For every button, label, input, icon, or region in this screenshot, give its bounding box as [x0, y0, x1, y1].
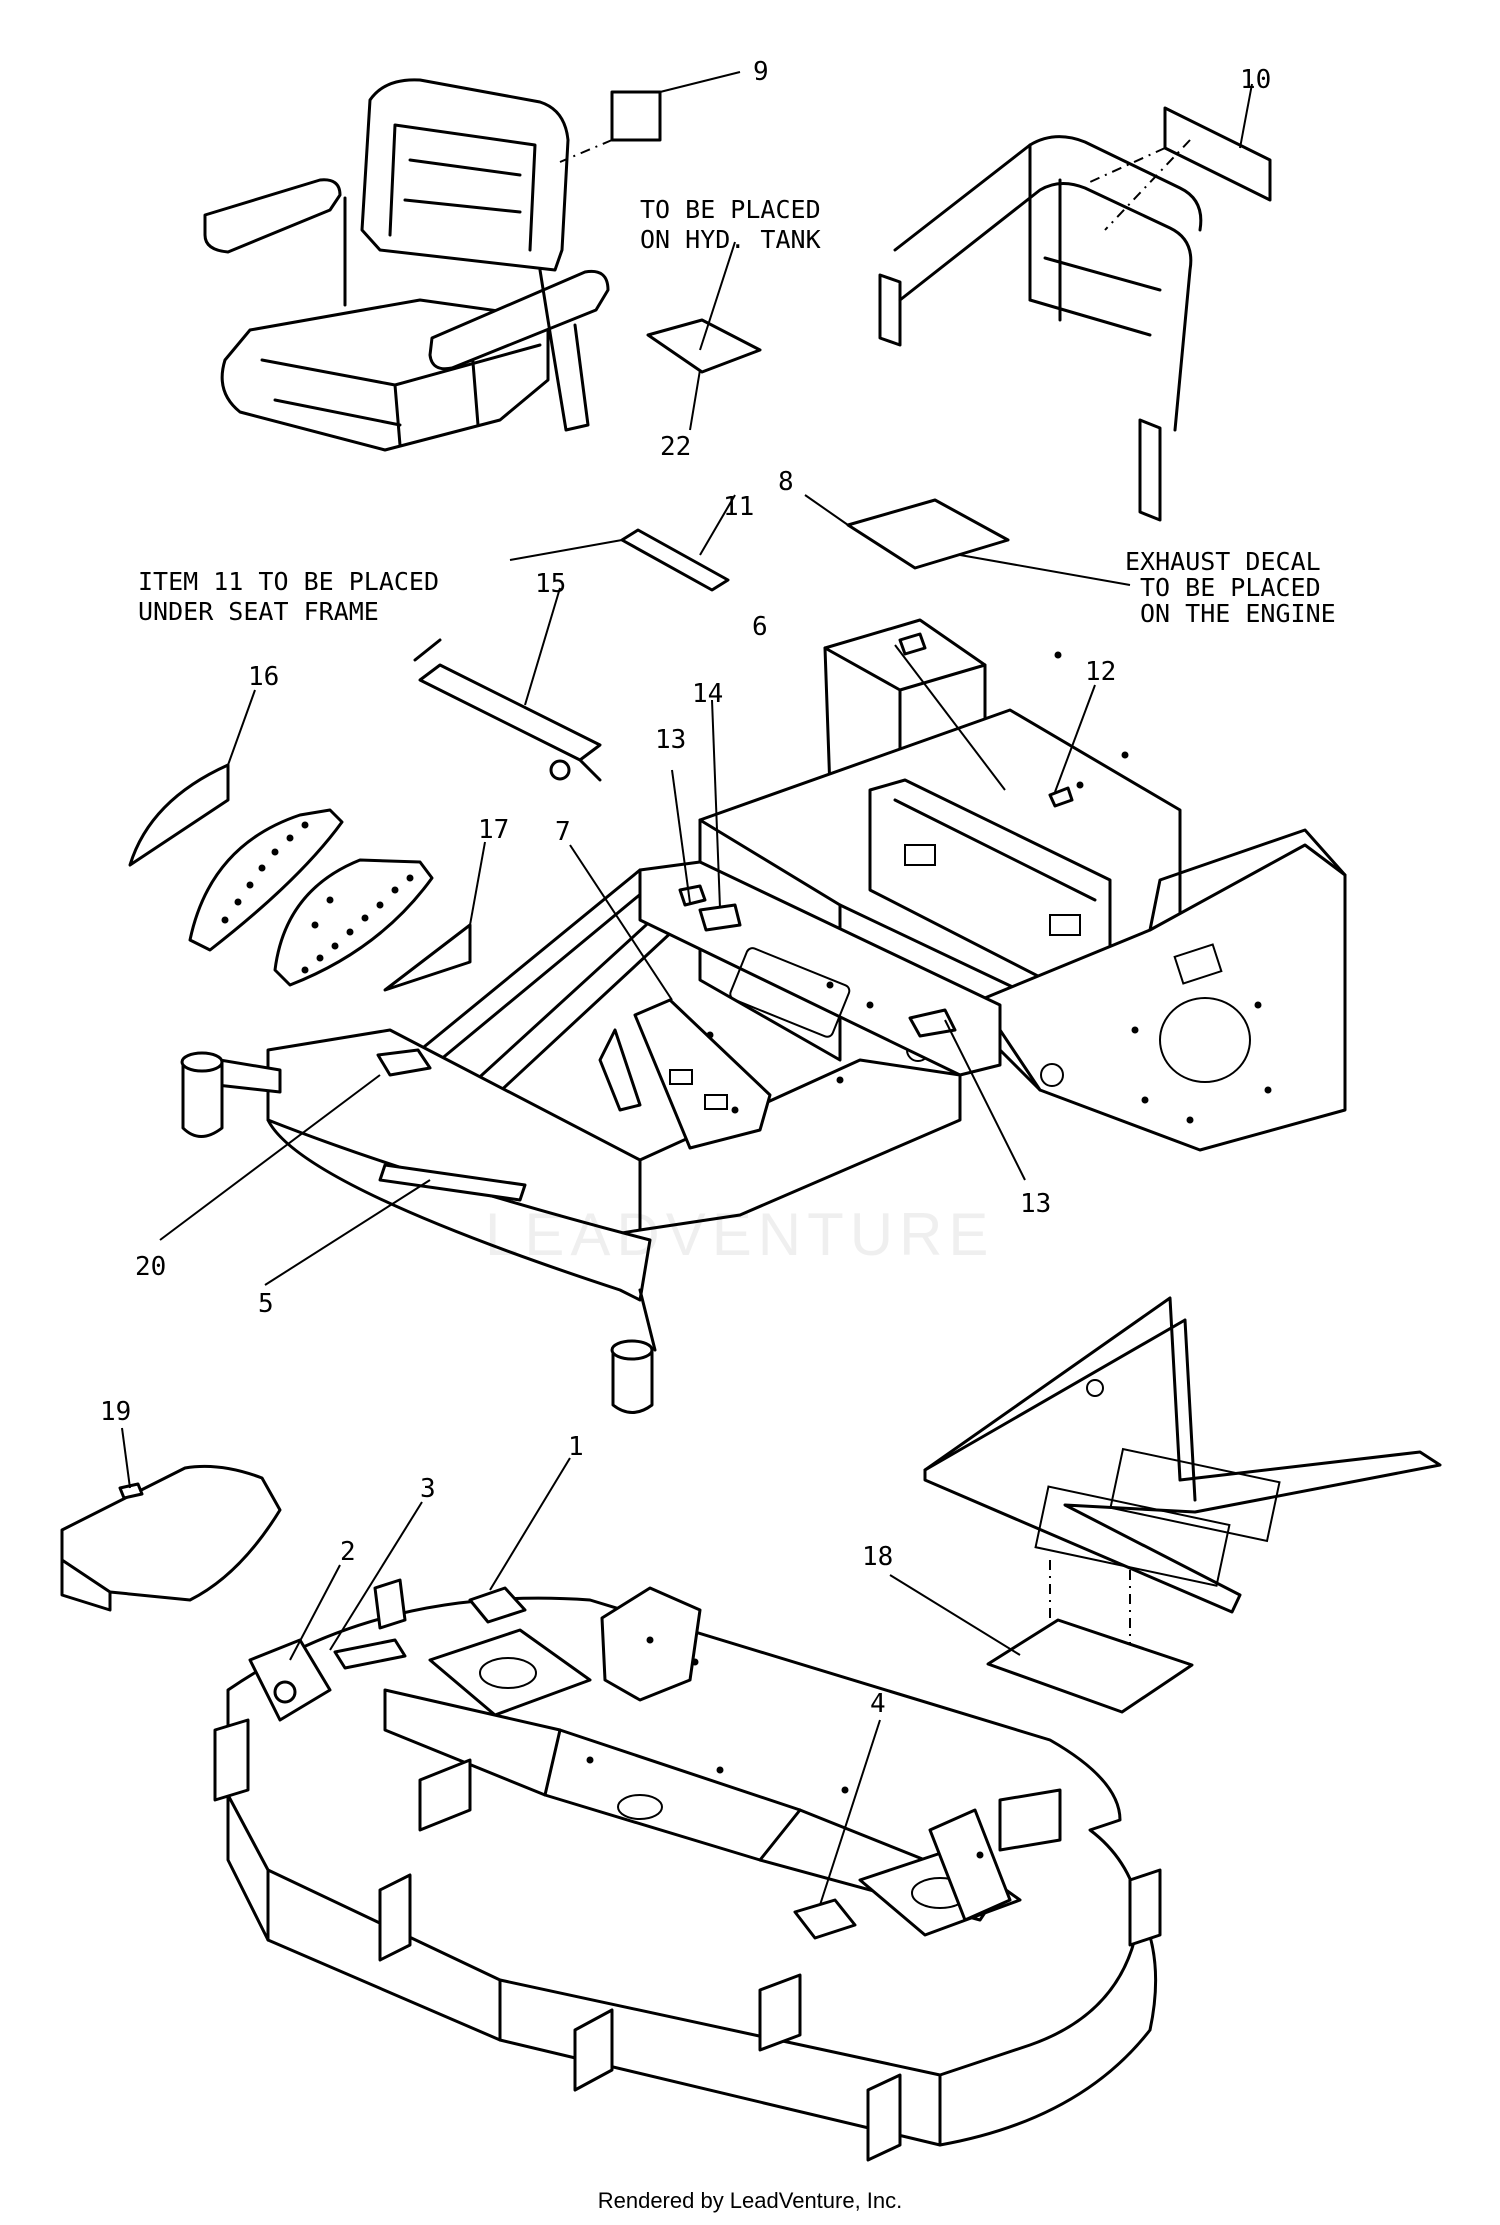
seat [203, 78, 610, 452]
seat-bracket-15 [413, 587, 602, 782]
callout-5: 5 [258, 1289, 274, 1319]
callout-22: 22 [660, 432, 691, 462]
decal-11 [509, 494, 736, 592]
callout-14: 14 [692, 679, 723, 709]
callout-1: 1 [568, 1432, 584, 1462]
callout-9: 9 [753, 57, 769, 87]
callout-7: 7 [555, 817, 571, 847]
callout-8: 8 [778, 467, 794, 497]
callout-3: 3 [420, 1474, 436, 1504]
callout-17: 17 [478, 815, 509, 845]
main-frame [159, 618, 1347, 1414]
callout-15: 15 [535, 569, 566, 599]
rollover-bar [878, 83, 1272, 522]
callout-13b: 13 [1020, 1189, 1051, 1219]
callout-4: 4 [870, 1689, 886, 1719]
callout-18: 18 [862, 1542, 893, 1572]
callout-10: 10 [1240, 65, 1271, 95]
callout-11: 11 [723, 492, 754, 522]
callout-20: 20 [135, 1252, 166, 1282]
decal-8 [804, 494, 1131, 586]
note-hyd-tank-2: ON HYD. TANK [640, 225, 821, 254]
note-exhaust-3: ON THE ENGINE [1140, 599, 1336, 628]
fender-panel-17 [273, 841, 486, 992]
note-exhaust-1: EXHAUST DECAL [1125, 547, 1321, 576]
callout-labels: 9 10 22 11 8 15 6 12 16 13 14 17 7 13 20… [100, 57, 1271, 1719]
callout-6: 6 [752, 612, 768, 642]
decal-22 [646, 241, 762, 431]
mower-deck [213, 1457, 1162, 2162]
callout-19: 19 [100, 1397, 131, 1427]
notes: TO BE PLACED ON HYD. TANK ITEM 11 TO BE … [138, 195, 1336, 628]
note-item11-2: UNDER SEAT FRAME [138, 597, 379, 626]
fender-panel-16 [128, 689, 344, 952]
deck-cover-19 [60, 1427, 282, 1612]
foot-plate-18 [889, 1296, 1442, 1714]
callout-16: 16 [248, 662, 279, 692]
callout-13a: 13 [655, 725, 686, 755]
note-hyd-tank-1: TO BE PLACED [640, 195, 821, 224]
callout-12: 12 [1085, 657, 1116, 687]
callout-2: 2 [340, 1537, 356, 1567]
note-exhaust-2: TO BE PLACED [1140, 573, 1321, 602]
decal-9 [559, 71, 741, 163]
note-item11-1: ITEM 11 TO BE PLACED [138, 567, 439, 596]
watermark: LEADVENTURE [485, 1201, 994, 1268]
footer-credit: Rendered by LeadVenture, Inc. [597, 2188, 903, 2213]
